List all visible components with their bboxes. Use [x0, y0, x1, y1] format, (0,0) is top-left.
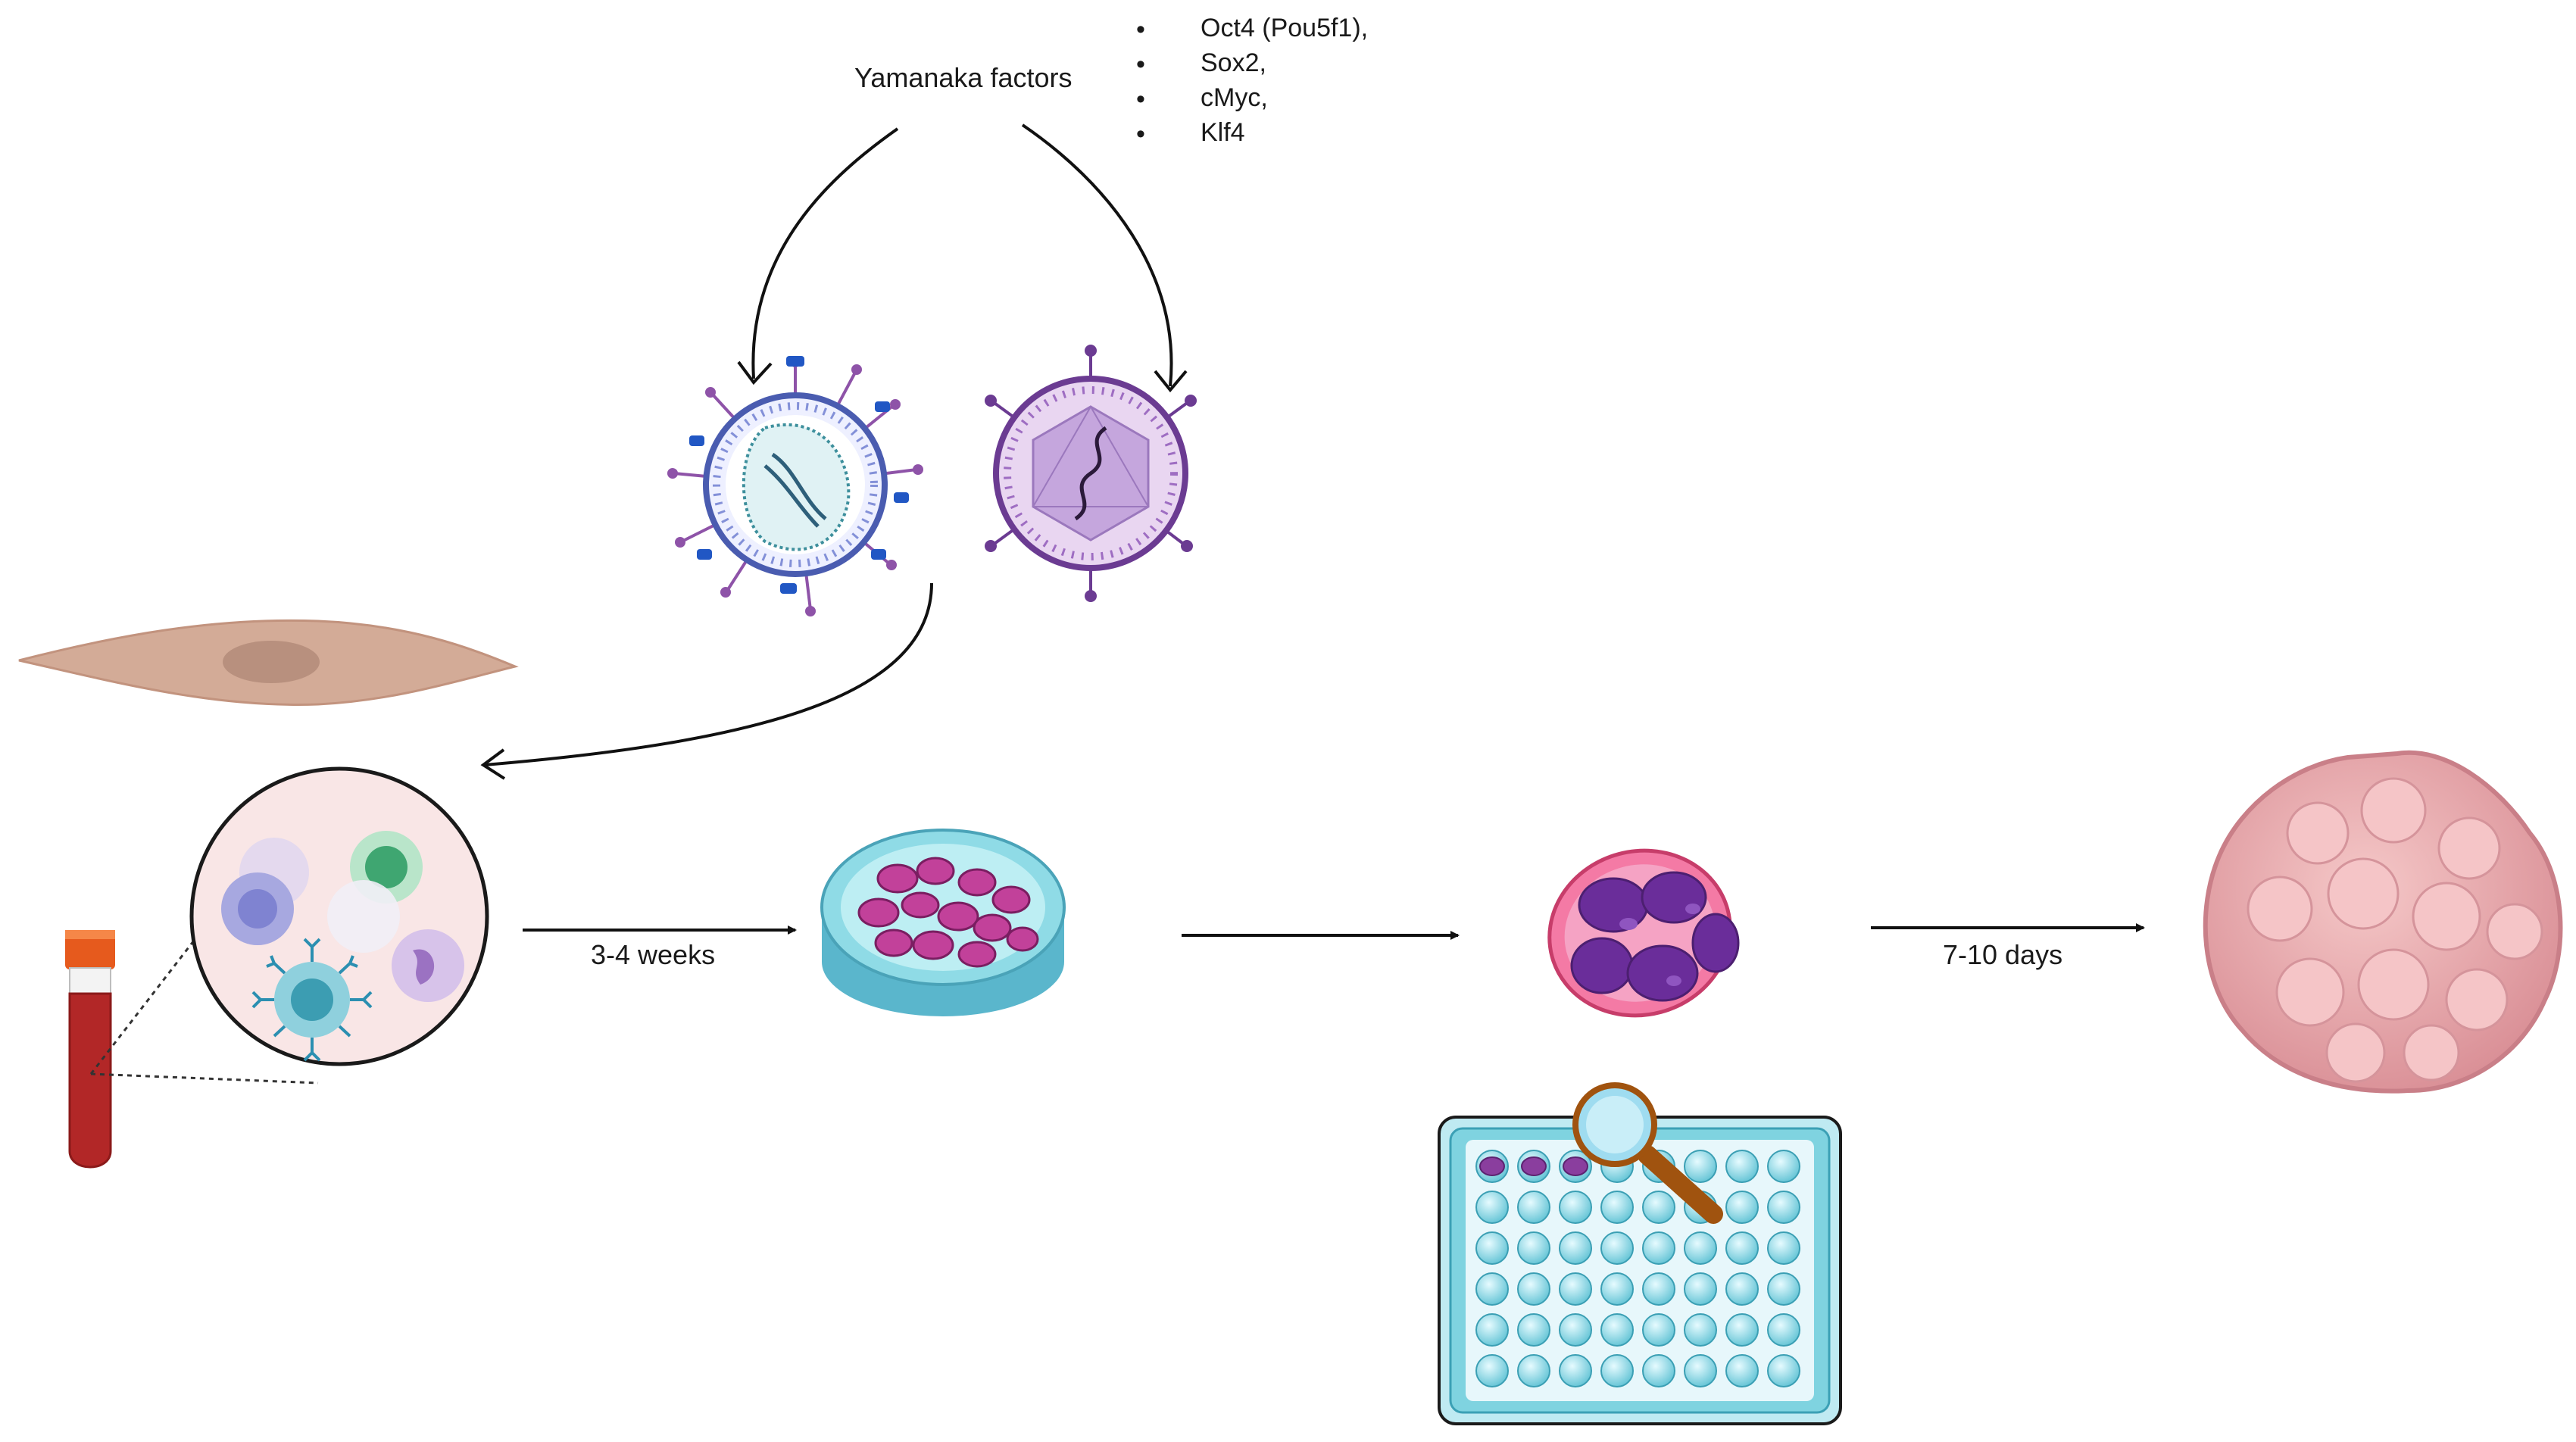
step-1-duration: 3-4 weeks [591, 939, 716, 970]
well [1767, 1150, 1800, 1183]
well-colony [1521, 1156, 1547, 1176]
retrovirus-icon [985, 345, 1197, 602]
well [1684, 1150, 1717, 1183]
well [1642, 1231, 1675, 1265]
well-colony [1563, 1156, 1588, 1176]
transduction-arrow [480, 582, 933, 780]
well [1725, 1150, 1759, 1183]
factor-bullet: • [1136, 85, 1145, 114]
well [1642, 1191, 1675, 1224]
factor-bullet: • [1136, 120, 1145, 148]
well [1559, 1354, 1592, 1387]
step-3-duration: 7-10 days [1943, 939, 2063, 970]
factor-item-oct4: Oct4 (Pou5f1), [1201, 14, 1369, 42]
blood-tube-icon [65, 930, 115, 1169]
factor-item-sox2: Sox2, [1201, 48, 1266, 77]
well [1600, 1231, 1634, 1265]
well [1517, 1231, 1550, 1265]
factor-item-cmyc: cMyc, [1201, 83, 1268, 112]
factor-bullet: • [1136, 50, 1145, 79]
well [1559, 1191, 1592, 1224]
well [1767, 1191, 1800, 1224]
well [1725, 1354, 1759, 1387]
well [1600, 1313, 1634, 1347]
well [1642, 1354, 1675, 1387]
well [1642, 1313, 1675, 1347]
well [1725, 1191, 1759, 1224]
well [1600, 1272, 1634, 1306]
well [1684, 1272, 1717, 1306]
well [1559, 1231, 1592, 1265]
well [1767, 1354, 1800, 1387]
factor-arrow-right [1021, 123, 1188, 393]
magnifier-icon [1572, 1082, 1723, 1224]
well [1559, 1313, 1592, 1347]
well [1725, 1313, 1759, 1347]
well [1517, 1191, 1550, 1224]
yamanaka-factors-title: Yamanaka factors [854, 62, 1073, 93]
well [1517, 1272, 1550, 1306]
lentivirus-icon [667, 356, 923, 616]
well [1767, 1313, 1800, 1347]
well [1559, 1272, 1592, 1306]
well [1684, 1231, 1717, 1265]
well [1475, 1272, 1509, 1306]
well-plate-icon [1438, 1116, 1842, 1425]
well [1517, 1313, 1550, 1347]
well [1475, 1191, 1509, 1224]
well [1725, 1272, 1759, 1306]
well-colony [1479, 1156, 1505, 1176]
well [1684, 1354, 1717, 1387]
well [1767, 1272, 1800, 1306]
fibroblast-cell-icon [18, 619, 519, 706]
organoid-icon [2203, 750, 2563, 1094]
well [1600, 1191, 1634, 1224]
well [1684, 1313, 1717, 1347]
well [1767, 1231, 1800, 1265]
well [1517, 1354, 1550, 1387]
ipsc-colony-icon [1547, 848, 1740, 1018]
factor-arrow-left [737, 127, 899, 385]
well [1475, 1231, 1509, 1265]
petri-dish-icon [820, 829, 1066, 1016]
factor-bullet: • [1136, 15, 1145, 44]
well [1475, 1313, 1509, 1347]
well [1475, 1354, 1509, 1387]
well [1725, 1231, 1759, 1265]
well [1600, 1354, 1634, 1387]
blood-cells-magnified [189, 766, 489, 1066]
well [1642, 1272, 1675, 1306]
factor-item-klf4: Klf4 [1201, 118, 1245, 147]
